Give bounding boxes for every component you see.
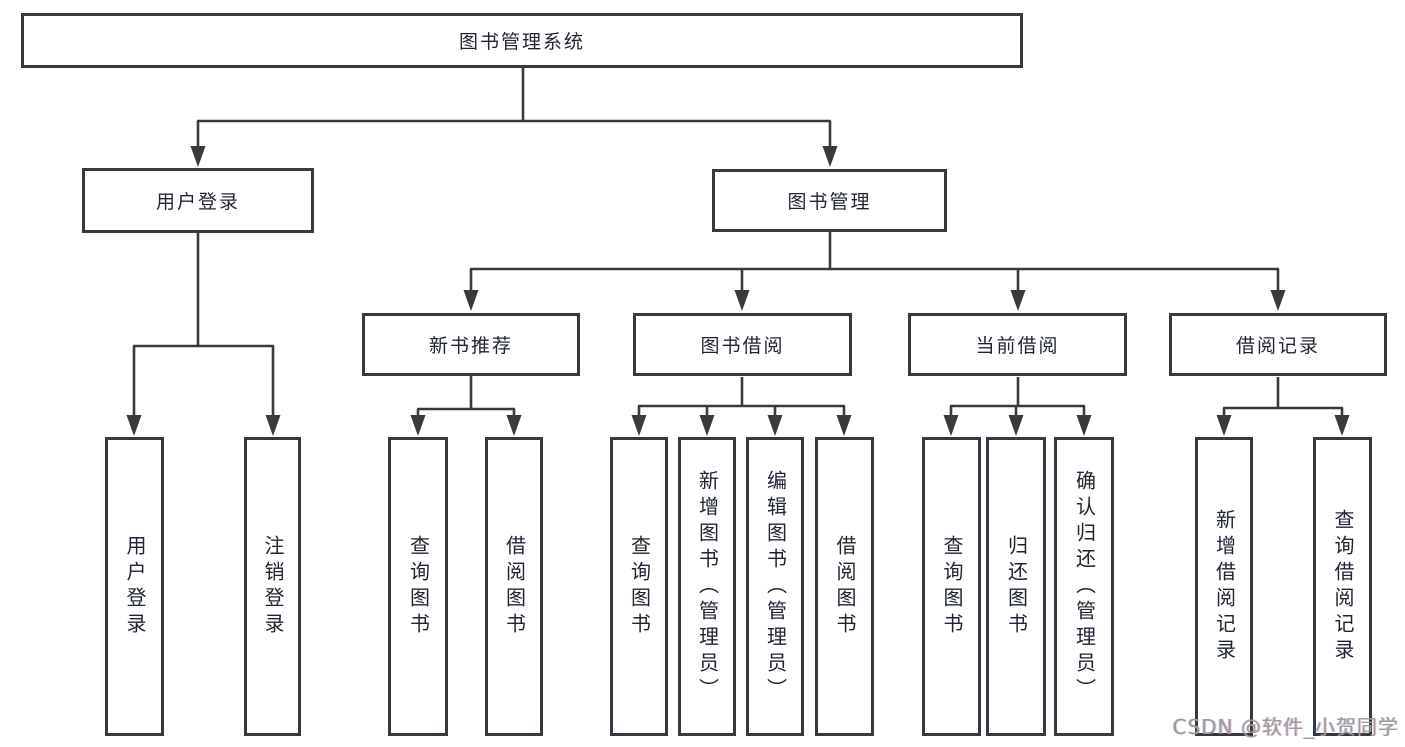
leaf-borrow-books-2: 借阅图书: [815, 437, 874, 736]
leaf-query-books-2: 查询图书: [610, 437, 668, 736]
leaf-edit-book-admin: 编辑图书（管理员）: [746, 437, 804, 736]
node-root-label: 图书管理系统: [458, 31, 585, 53]
node-borrowing-records: 借阅记录: [1169, 313, 1387, 376]
leaf-add-book-admin: 新增图书（管理员）: [678, 437, 736, 736]
node-user-login-label: 用户登录: [155, 191, 240, 213]
leaf-user-login: 用户登录: [105, 437, 164, 736]
leaf-query-books-1: 查询图书: [388, 437, 448, 736]
leaf-user-login-label: 用户登录: [123, 534, 147, 639]
node-book-management-label: 图书管理: [787, 191, 872, 213]
node-new-book-recommendation: 新书推荐: [362, 313, 580, 376]
leaf-logout-label: 注销登录: [261, 534, 285, 639]
leaf-return-books: 归还图书: [986, 437, 1046, 736]
node-current-borrowing-label: 当前借阅: [975, 335, 1060, 357]
node-borrowing-records-label: 借阅记录: [1235, 335, 1320, 357]
leaf-add-borrow-record: 新增借阅记录: [1195, 437, 1253, 736]
node-new-book-recommendation-label: 新书推荐: [428, 335, 513, 357]
leaf-borrow-books-1: 借阅图书: [485, 437, 543, 736]
leaf-query-books-1-label: 查询图书: [406, 534, 431, 639]
leaf-logout: 注销登录: [244, 437, 301, 736]
leaf-add-borrow-record-label: 新增借阅记录: [1212, 508, 1237, 665]
node-root: 图书管理系统: [21, 13, 1023, 68]
node-book-borrowing: 图书借阅: [633, 313, 852, 376]
leaf-borrow-books-2-label: 借阅图书: [833, 534, 857, 639]
leaf-query-books-2-label: 查询图书: [627, 534, 652, 639]
node-user-login: 用户登录: [82, 168, 314, 233]
leaf-return-books-label: 归还图书: [1004, 534, 1029, 639]
leaf-edit-book-admin-label: 编辑图书（管理员）: [763, 469, 788, 704]
leaf-borrow-books-1-label: 借阅图书: [502, 534, 527, 639]
node-current-borrowing: 当前借阅: [908, 313, 1127, 376]
leaf-query-borrow-record: 查询借阅记录: [1313, 437, 1372, 736]
node-book-borrowing-label: 图书借阅: [700, 335, 785, 357]
leaf-confirm-return-admin-label: 确认归还（管理员）: [1072, 469, 1097, 704]
leaf-add-book-admin-label: 新增图书（管理员）: [695, 469, 720, 704]
node-book-management: 图书管理: [712, 169, 947, 232]
leaf-confirm-return-admin: 确认归还（管理员）: [1054, 437, 1114, 736]
watermark-text: CSDN @软件_小贺同学: [1172, 715, 1399, 739]
leaf-query-books-3: 查询图书: [922, 437, 981, 736]
leaf-query-borrow-record-label: 查询借阅记录: [1331, 508, 1355, 665]
leaf-query-books-3-label: 查询图书: [940, 534, 964, 639]
